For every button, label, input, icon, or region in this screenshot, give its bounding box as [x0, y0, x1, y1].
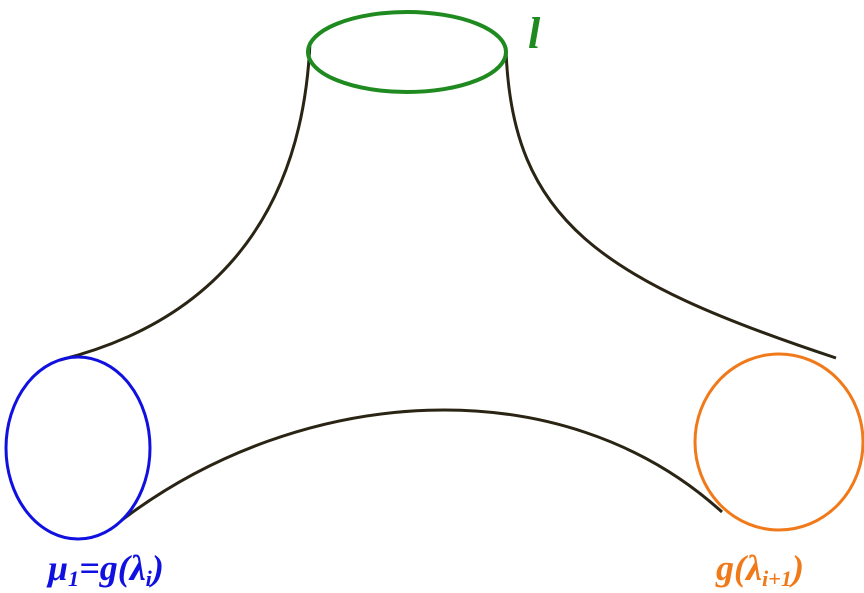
left-label-equals-g: =g(λ — [79, 548, 146, 588]
right-label-g: g(λ — [716, 548, 762, 588]
left-boundary-circle — [4, 355, 152, 541]
upper-left-seam-curve — [59, 41, 312, 362]
left-label-close: ) — [151, 548, 164, 588]
left-label-sub-1: 1 — [68, 566, 80, 592]
right-label-sub: i+1 — [761, 566, 793, 592]
left-label-mu: μ — [48, 548, 69, 588]
top-boundary-circle — [306, 10, 508, 94]
upper-right-seam-curve — [504, 49, 837, 360]
left-label-sub-i: i — [145, 566, 152, 592]
right-label-close: ) — [792, 548, 805, 588]
lower-seam-curve — [121, 408, 724, 522]
left-boundary-label: μ1=g(λi) — [48, 548, 164, 590]
right-boundary-label: g(λi+1) — [716, 548, 805, 590]
right-boundary-circle — [693, 352, 864, 532]
top-boundary-label: l — [528, 9, 541, 58]
